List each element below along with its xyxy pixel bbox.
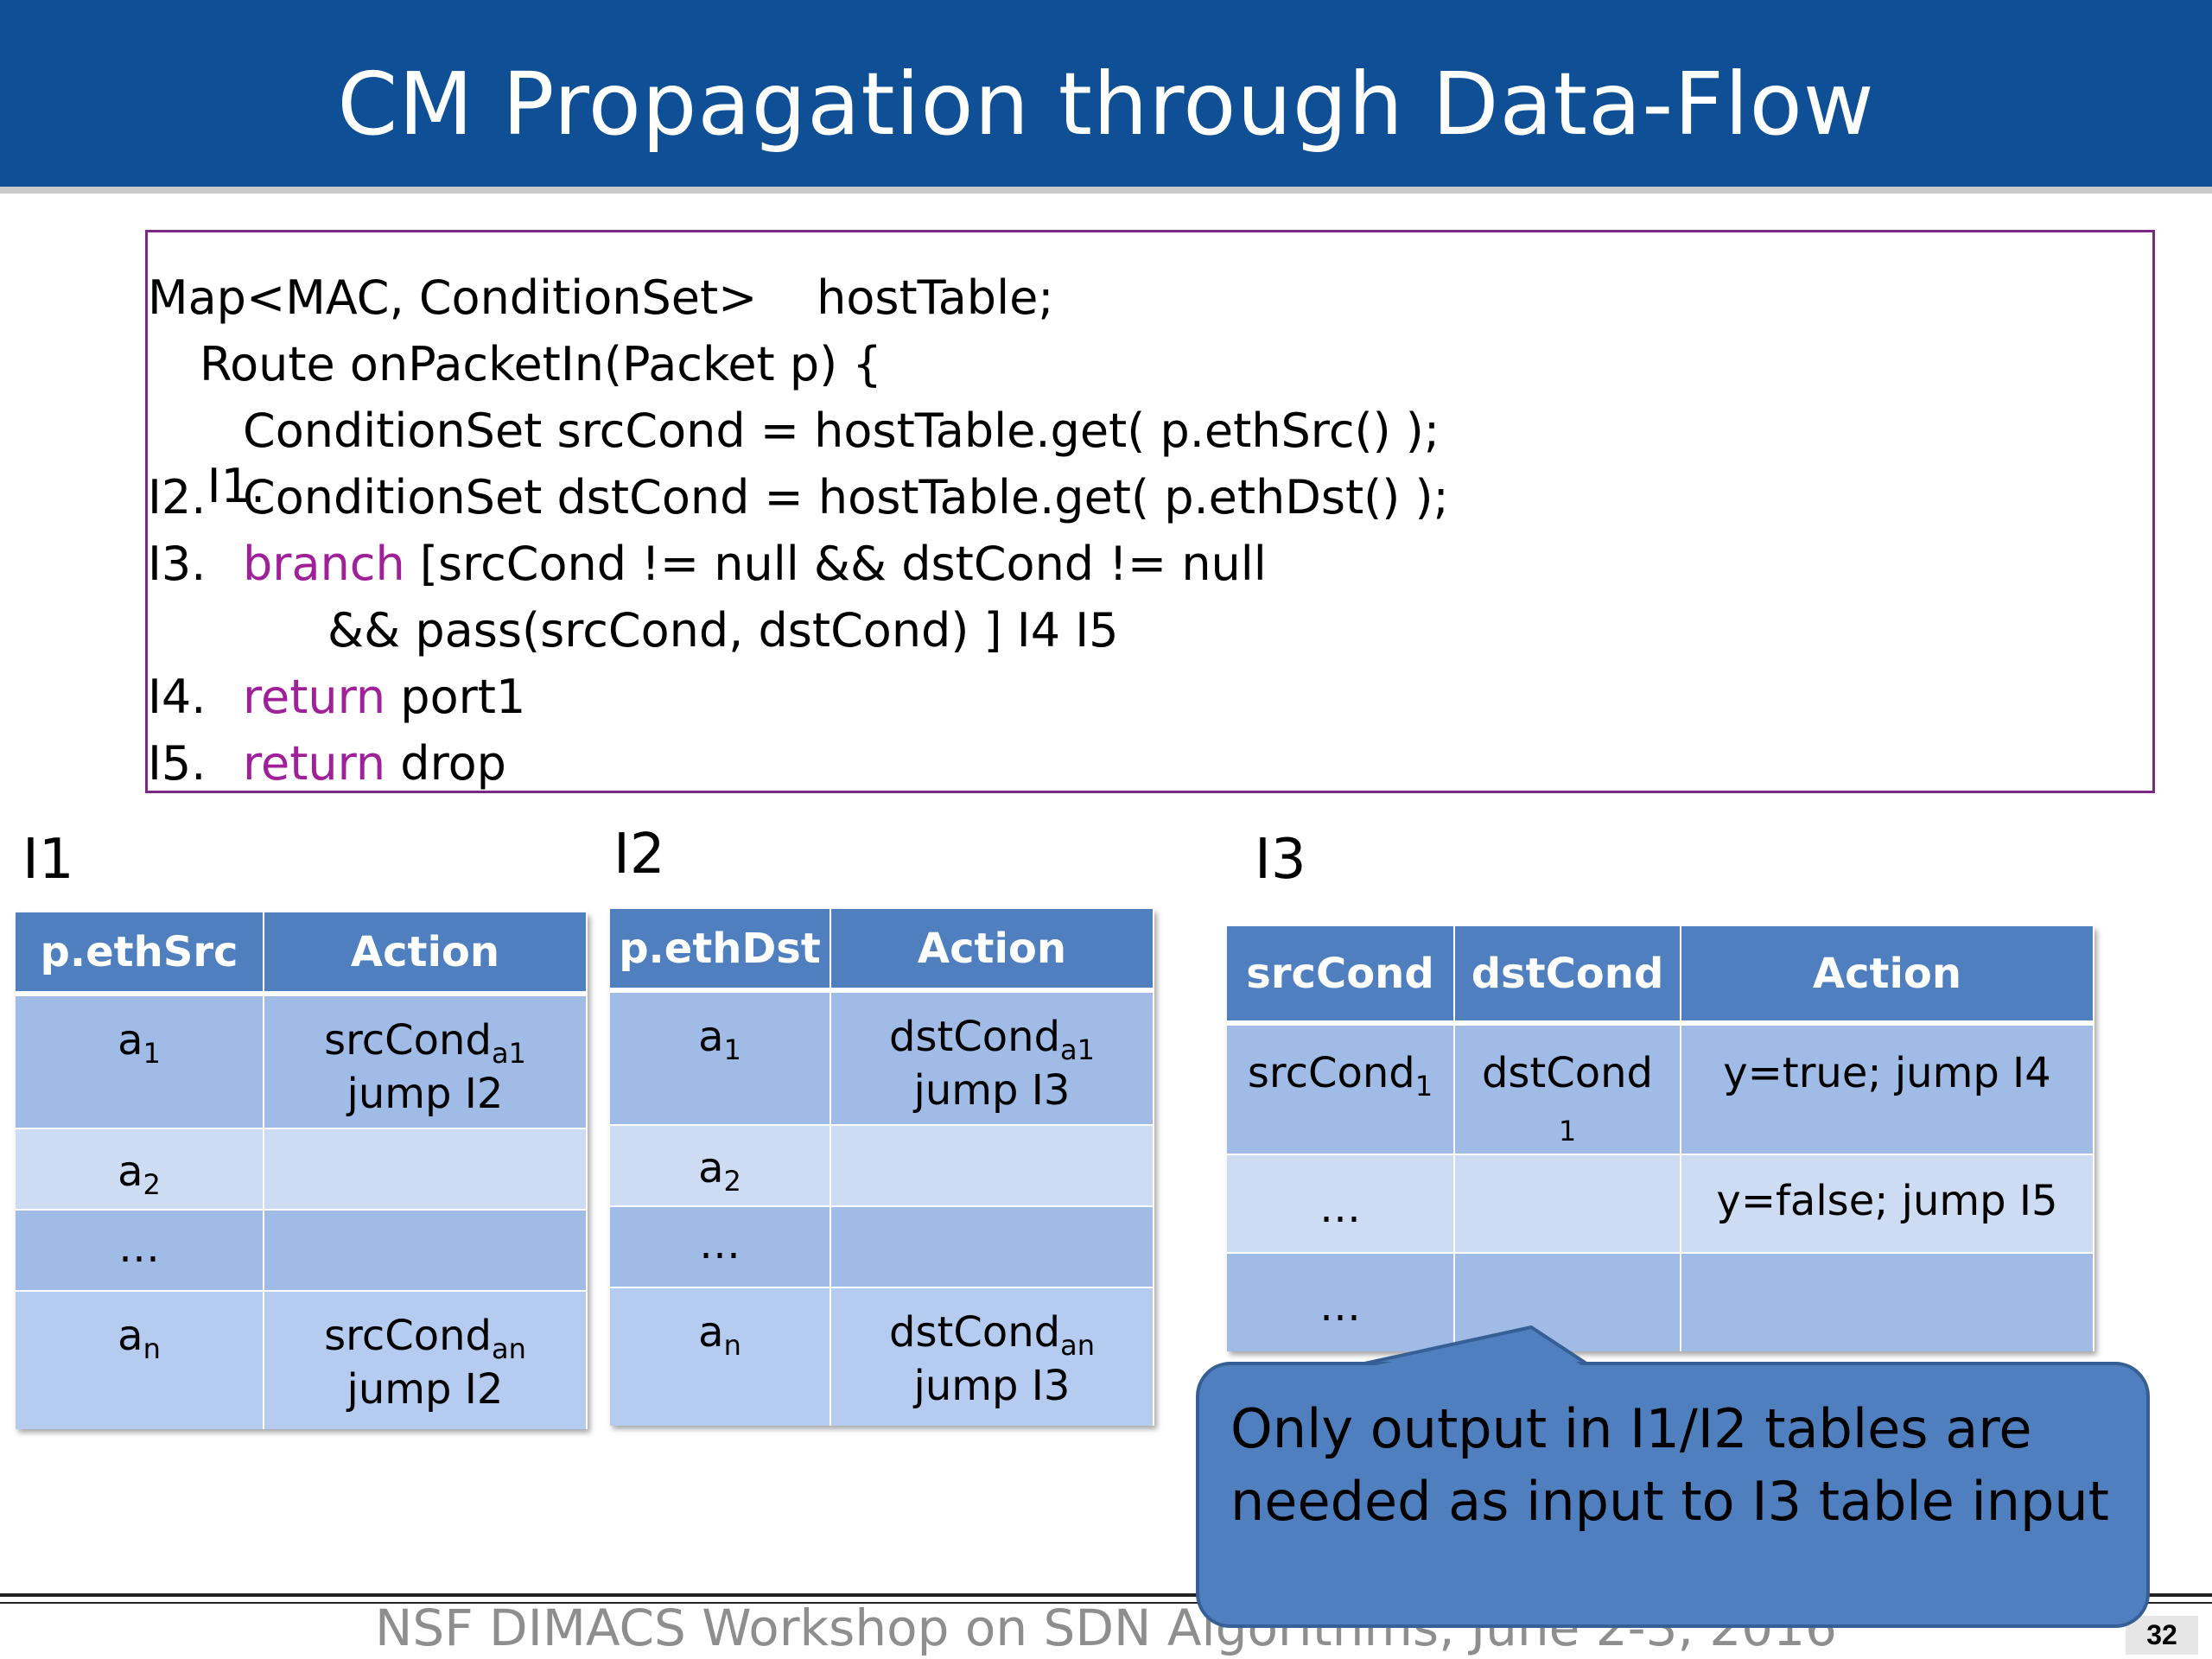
table-cell xyxy=(264,1128,588,1210)
callout-text: Only output in I1/I2 tables are needed a… xyxy=(1230,1397,2109,1533)
footer-rule xyxy=(0,1602,2212,1604)
slide-title: CM Propagation through Data-Flow xyxy=(337,54,1875,155)
table-cell: a2 xyxy=(16,1128,264,1210)
code-text-i3: branch [srcCond != null && dstCond != nu… xyxy=(243,537,1267,592)
table-cell: a2 xyxy=(610,1124,831,1206)
table-cell: … xyxy=(1227,1154,1455,1253)
table-cell xyxy=(1681,1252,2094,1351)
table-header: Action xyxy=(830,909,1154,993)
code-line-declaration: Map<MAC, ConditionSet> hostTable; xyxy=(148,270,1054,325)
table-cell xyxy=(830,1205,1154,1287)
callout-box xyxy=(1196,1362,2150,1628)
table-row: … xyxy=(1227,1252,2094,1351)
code-text-i4: return port1 xyxy=(243,670,525,725)
code-text-i1: ConditionSet srcCond = hostTable.get( p.… xyxy=(243,404,1440,458)
table-row: … xyxy=(610,1205,1154,1287)
keyword-return: return xyxy=(243,670,386,724)
table-header: dstCond xyxy=(1454,926,1681,1026)
table-cell: a1 xyxy=(16,993,264,1128)
code-text-i2: ConditionSet dstCond = hostTable.get( p.… xyxy=(243,470,1449,524)
table-cell: … xyxy=(1227,1252,1455,1351)
table-row: a2 xyxy=(610,1124,1154,1206)
table-cell: y=false; jump I5 xyxy=(1681,1154,2094,1253)
footer-rule xyxy=(0,1593,2212,1597)
table-header: Action xyxy=(264,912,588,996)
code-label-i1: I1. xyxy=(207,459,266,513)
table-cell xyxy=(264,1209,588,1291)
code-text-i3-condition: [srcCond != null && dstCond != null xyxy=(404,537,1267,591)
table-cell xyxy=(1454,1252,1681,1351)
table-row: … y=false; jump I5 xyxy=(1227,1154,2094,1253)
table-header: p.ethSrc xyxy=(16,912,264,996)
code-box: Map<MAC, ConditionSet> hostTable; Route … xyxy=(145,230,2155,793)
code-text-i3-continuation: && pass(srcCond, dstCond) ] I4 I5 xyxy=(327,603,1119,658)
code-text-i4-value: port1 xyxy=(385,670,526,724)
table-row: a2 xyxy=(16,1128,588,1210)
code-line-signature: Route onPacketIn(Packet p) { xyxy=(200,337,882,391)
title-bar: CM Propagation through Data-Flow xyxy=(0,0,2212,194)
code-text-i5-value: drop xyxy=(385,736,506,791)
table-row: … xyxy=(16,1209,588,1291)
code-text-i5: return drop xyxy=(243,736,506,791)
code-label-i2: I2. xyxy=(148,470,207,524)
table-cell xyxy=(830,1124,1154,1206)
table-cell: an xyxy=(610,1287,831,1426)
table-cell: an xyxy=(16,1290,264,1429)
table-header: srcCond xyxy=(1227,926,1455,1026)
table-cell: a1 xyxy=(610,989,831,1125)
table-cell: … xyxy=(610,1205,831,1287)
table-header: Action xyxy=(1681,926,2094,1026)
table-cell xyxy=(1454,1154,1681,1253)
table-header: p.ethDst xyxy=(610,909,831,993)
table-cell: srcCond1 xyxy=(1227,1022,1455,1154)
table-label-i1: I1 xyxy=(22,828,74,892)
table-cell: y=true; jump I4 xyxy=(1681,1022,2094,1154)
page-number: 32 xyxy=(2126,1616,2198,1655)
code-line-i1: I1. xyxy=(148,404,265,569)
table-label-i2: I2 xyxy=(613,823,665,887)
table-label-i3: I3 xyxy=(1255,828,1306,892)
keyword-return: return xyxy=(243,736,386,791)
table-cell: … xyxy=(16,1209,264,1291)
code-label-i4: I4. xyxy=(148,670,207,724)
keyword-branch: branch xyxy=(243,537,405,591)
code-label-i5: I5. xyxy=(148,736,207,791)
code-label-i3: I3. xyxy=(148,537,207,591)
